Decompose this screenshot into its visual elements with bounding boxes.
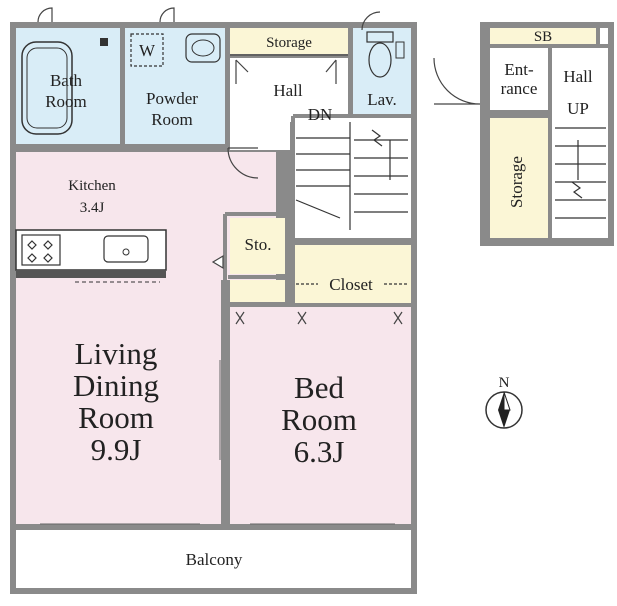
washbasin xyxy=(185,33,221,63)
closet-label: Closet xyxy=(329,275,373,294)
bath-label-1: Bath xyxy=(50,71,83,90)
powder-room xyxy=(125,28,225,144)
sto-closet xyxy=(230,218,285,274)
toilet-side xyxy=(395,41,405,59)
kitchen-counter-base xyxy=(16,270,166,278)
bed-label-1: Bed xyxy=(294,370,344,405)
lower-stairs xyxy=(555,127,606,219)
bath-faucet xyxy=(100,38,108,46)
bath-room xyxy=(16,28,120,144)
bath-label-2: Room xyxy=(45,92,87,111)
storage-top-label: Storage xyxy=(266,35,312,51)
lav-label: Lav. xyxy=(367,90,397,109)
kitchen-label-1: Kitchen xyxy=(68,178,116,194)
washer-label: W xyxy=(139,41,156,60)
living-label-3: Room xyxy=(78,400,154,435)
hall-lower xyxy=(552,48,608,238)
kitchen-sink xyxy=(103,235,149,263)
hall-lower-strip xyxy=(230,118,290,150)
bathtub-inner xyxy=(26,47,68,129)
closet-top xyxy=(295,245,411,263)
kitchen-label-2: 3.4J xyxy=(80,200,105,216)
balcony xyxy=(16,530,411,588)
bed-closet-small xyxy=(230,280,285,302)
sto-label: Sto. xyxy=(245,235,272,254)
entrance-area xyxy=(490,48,548,110)
washer-box xyxy=(130,33,164,67)
storage-lower xyxy=(490,118,548,238)
bed-room xyxy=(230,305,411,524)
bathtub xyxy=(21,41,73,135)
balcony-label: Balcony xyxy=(186,550,243,569)
staircase xyxy=(295,122,408,230)
interior-walls xyxy=(16,28,411,530)
toilet-tank xyxy=(366,31,394,43)
door-swings xyxy=(37,7,403,325)
compass-icon xyxy=(485,391,523,429)
living-label-4: 9.9J xyxy=(91,432,142,467)
washbasin-bowl xyxy=(191,39,215,57)
bed-label-2: Room xyxy=(281,402,357,437)
hall-lower-label: Hall xyxy=(563,67,593,86)
compass-north-label: N xyxy=(499,375,510,391)
entrance-label-1: Ent- xyxy=(504,60,534,79)
stove-icon xyxy=(21,234,61,266)
entrance-door xyxy=(433,57,481,105)
bed-label-3: 6.3J xyxy=(294,434,345,469)
hall-main-label: Hall xyxy=(273,81,303,100)
sink-drain xyxy=(122,248,130,256)
storage-top xyxy=(230,28,348,54)
stair-area xyxy=(295,118,411,238)
sb-area xyxy=(490,28,596,44)
powder-label-2: Room xyxy=(151,110,193,129)
storage-lower-label: Storage xyxy=(507,156,526,208)
up-label: UP xyxy=(567,99,589,118)
toilet-bowl xyxy=(368,42,392,78)
living-label-1: Living xyxy=(75,336,158,371)
entrance-label-2: rance xyxy=(501,79,538,98)
powder-label-1: Powder xyxy=(146,89,198,108)
living-label-2: Dining xyxy=(73,368,159,403)
dn-label: DN xyxy=(308,105,333,124)
living-room xyxy=(16,280,221,524)
windows xyxy=(40,360,395,525)
sb-label: SB xyxy=(534,29,552,45)
sb-side xyxy=(600,28,608,44)
